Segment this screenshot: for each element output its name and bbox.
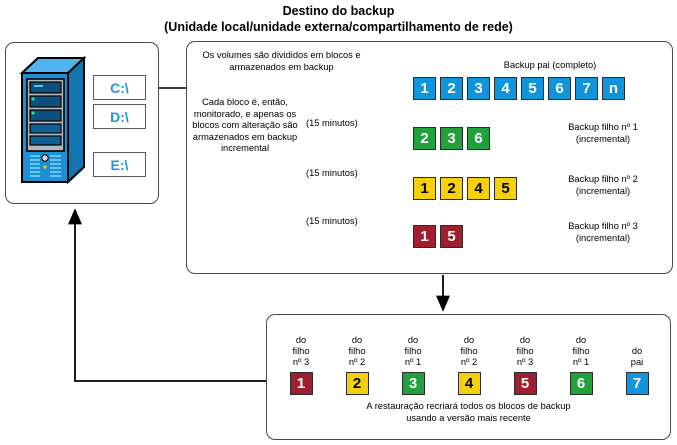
- backup-block: 5: [440, 225, 463, 248]
- page-title-line2: (Unidade local/unidade externa/compartil…: [164, 20, 513, 34]
- restore-column-label-line: do: [519, 335, 531, 345]
- row-caption-child-3: Backup filho nº 3 (incremental): [528, 221, 677, 244]
- drive-d[interactable]: D:\: [93, 104, 146, 129]
- backup-block: 2: [440, 177, 463, 200]
- backup-block: 6: [548, 77, 571, 100]
- restored-block: 1: [289, 372, 313, 395]
- restored-block: 4: [457, 372, 481, 395]
- backup-block: 5: [494, 177, 517, 200]
- backup-block: 1: [413, 225, 436, 248]
- page-title: Destino do backup (Unidade local/unidade…: [0, 3, 677, 35]
- restore-note: A restauração recriará todos os blocos d…: [266, 401, 671, 424]
- restored-block: 5: [513, 372, 537, 395]
- backup-block: 5: [521, 77, 544, 100]
- backup-block: n: [602, 77, 625, 100]
- restore-column-label-line: nº 3: [516, 357, 534, 367]
- restore-column-label-line: pai: [630, 357, 644, 367]
- restored-block: 2: [345, 372, 369, 395]
- interval-label-2: (15 minutos): [306, 168, 358, 178]
- row-caption-parent: Backup pai (completo): [455, 60, 645, 72]
- backup-block: 1: [413, 177, 436, 200]
- interval-label-3: (15 minutos): [306, 216, 358, 226]
- restored-block: 6: [569, 372, 593, 395]
- server-tower-icon: [19, 55, 87, 185]
- row-caption-child-3-line2: (incremental): [575, 232, 631, 243]
- interval-label-1: (15 minutos): [306, 118, 358, 128]
- restore-column-label-line: do: [295, 335, 307, 345]
- restore-column-label-line: filho: [404, 346, 422, 356]
- drive-c[interactable]: C:\: [93, 75, 146, 100]
- page-title-line1: Destino do backup: [282, 4, 395, 18]
- restore-column-label-line: filho: [572, 346, 590, 356]
- restored-block: 7: [625, 372, 649, 395]
- backup-block: 2: [413, 127, 436, 150]
- restore-column-label-line: do: [351, 335, 363, 345]
- restore-column-label-line: do: [463, 335, 475, 345]
- backup-block: 4: [467, 177, 490, 200]
- backup-block: 7: [575, 77, 598, 100]
- row-caption-child-1-line1: Backup filho nº 1: [568, 122, 638, 132]
- restore-note-line2: usando a versão mais recente: [406, 412, 531, 423]
- restore-column-label-line: nº 3: [292, 357, 310, 367]
- restore-column-label-line: do: [631, 346, 643, 356]
- restore-column-label-line: nº 2: [348, 357, 366, 367]
- restore-column-label-line: filho: [348, 346, 366, 356]
- restore-column-label-line: do: [575, 335, 587, 345]
- restore-column-label-line: filho: [292, 346, 310, 356]
- row-caption-child-1: Backup filho nº 1 (incremental): [528, 122, 677, 145]
- row-caption-child-3-line1: Backup filho nº 3: [568, 221, 638, 231]
- restored-block: 3: [401, 372, 425, 395]
- row-caption-child-2-line2: (incremental): [575, 185, 631, 196]
- row-caption-parent-line1: Backup pai (completo): [503, 60, 597, 70]
- restore-column-label-line: filho: [516, 346, 534, 356]
- intro-text: Os volumes são divididos em blocos e arm…: [202, 50, 361, 72]
- backup-block: 1: [413, 77, 436, 100]
- row-caption-child-2-line1: Backup filho nº 2: [568, 174, 638, 184]
- restore-column-label-line: nº 1: [572, 357, 590, 367]
- row-caption-child-2: Backup filho nº 2 (incremental): [528, 174, 677, 197]
- backup-block: 3: [467, 77, 490, 100]
- row-caption-child-1-line2: (incremental): [575, 133, 631, 144]
- backup-block: 4: [494, 77, 517, 100]
- backup-block: 6: [467, 127, 490, 150]
- monitor-text: Cada bloco é, então, monitorado, e apena…: [192, 97, 298, 153]
- restore-column-label-line: do: [407, 335, 419, 345]
- drive-e[interactable]: E:\: [93, 152, 146, 177]
- backup-block: 2: [440, 77, 463, 100]
- restore-column-label-line: filho: [460, 346, 478, 356]
- restore-column-label-line: nº 2: [460, 357, 478, 367]
- restore-column-label-line: nº 1: [404, 357, 422, 367]
- backup-block: 3: [440, 127, 463, 150]
- restore-note-line1: A restauração recriará todos os blocos d…: [366, 401, 571, 411]
